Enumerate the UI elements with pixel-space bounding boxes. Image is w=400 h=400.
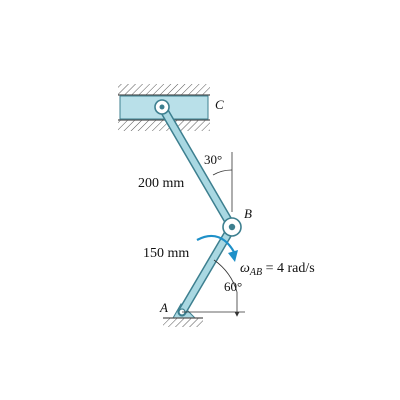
label-point-a: A <box>159 300 168 315</box>
label-point-b: B <box>244 206 252 221</box>
pin-b <box>222 217 242 237</box>
angular-velocity-arrow <box>196 235 235 253</box>
omega-subscript: AB <box>249 267 262 278</box>
omega-value: = 4 rad/s <box>262 261 315 276</box>
label-length-ab: 150 mm <box>143 246 189 261</box>
omega-symbol: ω <box>240 261 250 276</box>
label-point-c: C <box>215 97 224 112</box>
top-guide-wall <box>118 84 210 96</box>
label-length-bc: 200 mm <box>138 176 184 191</box>
angle-60-marker <box>182 259 245 317</box>
label-omega: ωAB = 4 rad/s <box>240 261 315 278</box>
bottom-guide-wall <box>118 119 210 131</box>
pin-c <box>154 99 170 115</box>
angle-30-marker <box>212 152 233 212</box>
label-angle-30: 30° <box>204 152 222 167</box>
label-angle-60: 60° <box>224 279 242 294</box>
